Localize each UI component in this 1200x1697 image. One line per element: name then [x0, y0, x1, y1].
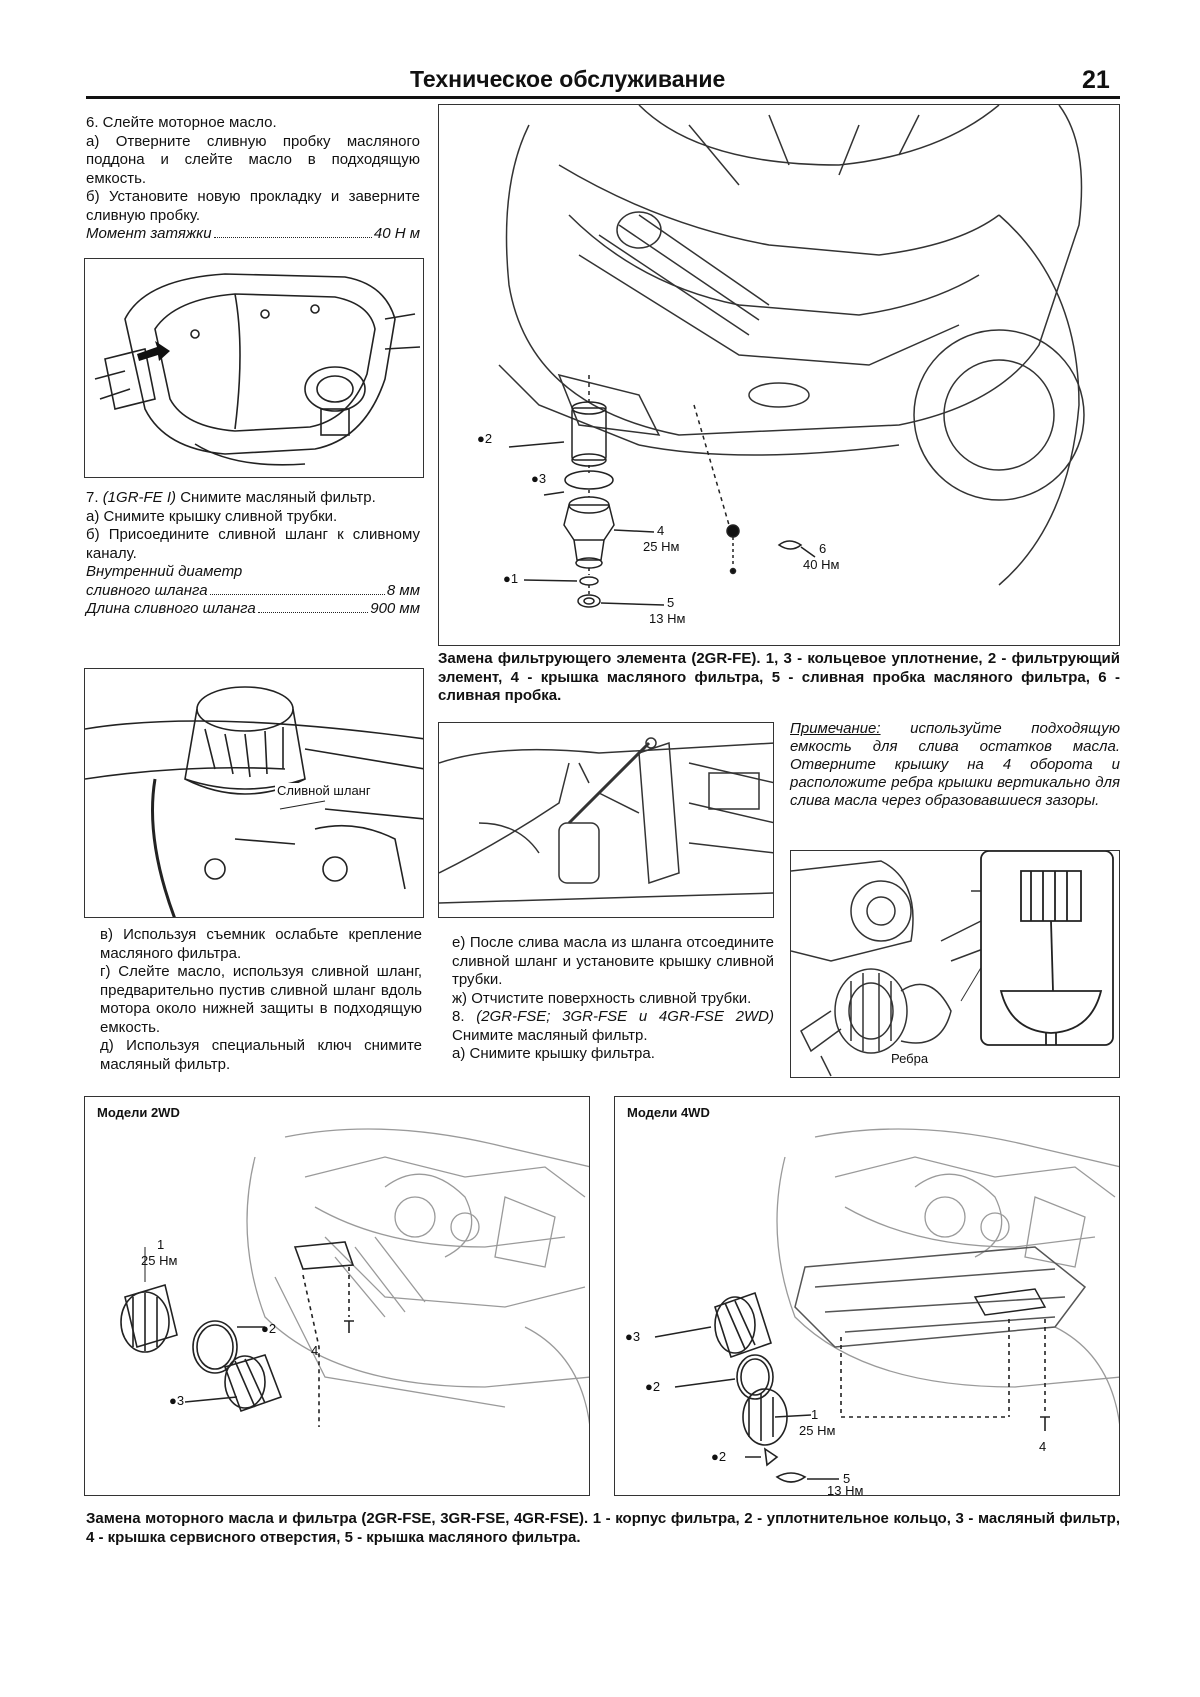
- step6-b: б) Установите новую прокладку и завернит…: [86, 188, 420, 224]
- note-block: Примечание: используйте подходящую емкос…: [790, 720, 1120, 810]
- label-part-3: ●3: [531, 471, 547, 486]
- page-number: 21: [1082, 66, 1110, 94]
- step7-d: г) Слейте масло, используя сливной шланг…: [100, 963, 422, 1036]
- step7-e: д) Используя специальный ключ снимите ма…: [100, 1037, 422, 1073]
- label-4wd-part-3: ●3: [625, 1329, 641, 1344]
- step7-g: ж) Отчистите поверхность сливной трубки.: [452, 989, 752, 1007]
- drain-hose-drawing: [85, 686, 423, 917]
- label-4wd-part-2a: ●2: [645, 1379, 661, 1394]
- 4wd-drawing: [654, 1128, 1119, 1483]
- step8-a: а) Снимите крышку фильтра.: [452, 1045, 655, 1062]
- caption-2grfe: Замена фильтрующего элемента (2GR-FE). 1…: [438, 650, 1120, 704]
- label-2wd-part-3: ●3: [169, 1393, 185, 1408]
- label-part-5: 5: [667, 595, 675, 610]
- label-2wd-part-2: ●2: [261, 1321, 277, 1336]
- label-part-2: ●2: [477, 431, 493, 446]
- label-2wd-part-1-torque: 25 Нм: [141, 1253, 178, 1268]
- oil-pan-drawing: [94, 273, 421, 466]
- note-label: Примечание:: [790, 720, 881, 737]
- 2grfe-drawing: [498, 105, 1085, 608]
- label-part-6: 6: [819, 541, 827, 556]
- label-part-5-torque: 13 Нм: [649, 611, 686, 626]
- label-2wd-part-4: 4: [311, 1343, 319, 1358]
- filter-removal-drawing: [439, 737, 773, 904]
- step7-c: в) Используя съемник ослабьте крепление …: [100, 926, 422, 962]
- label-part-1: ●1: [503, 571, 519, 586]
- figure-2wd: Модели 2WD 1 25 Нм ●2 ●3 4: [84, 1096, 590, 1496]
- hose-length-spec: Длина сливного шланга 900 мм: [86, 600, 420, 617]
- note-text: используйте подходящую емкость для слива…: [790, 720, 1120, 809]
- step8-heading: 8. (2GR-FSE; 3GR-FSE и 4GR-FSE 2WD) Сним…: [452, 1008, 774, 1044]
- figure-drain-hose: Сливной шланг: [84, 668, 424, 918]
- text-block-step7-cont: в) Используя съемник ослабьте крепление …: [100, 926, 422, 1074]
- label-4wd-part-2b: ●2: [711, 1449, 727, 1464]
- label-part-4-torque: 25 Нм: [643, 539, 680, 554]
- label-4wd-part-4: 4: [1039, 1439, 1047, 1454]
- step7-a: а) Снимите крышку сливной трубки.: [86, 507, 338, 525]
- label-part-4: 4: [657, 523, 665, 538]
- label-2wd-part-1: 1: [157, 1237, 165, 1252]
- figure-2grfe-filter: ●2 ●3 4 25 Нм ●1 5 13 Нм 6 40 Нм: [438, 104, 1120, 646]
- label-4wd-part-1: 1: [811, 1407, 819, 1422]
- page-title: Техническое обслуживание: [410, 66, 726, 92]
- filter-ribs-drawing: [791, 851, 1114, 1077]
- fig-2wd-title: Модели 2WD: [97, 1105, 180, 1120]
- figure-filter-ribs: Ребра: [790, 850, 1120, 1078]
- hose-diam-spec: сливного шланга 8 мм: [86, 581, 420, 599]
- 2wd-drawing: [120, 1128, 589, 1427]
- text-block-step6: 6. Слейте моторное масло. а) Отверните с…: [86, 114, 420, 244]
- header-rule: [86, 96, 1120, 99]
- torque-spec-label: Момент затяжки: [86, 225, 212, 242]
- label-4wd-part-1-torque: 25 Нм: [799, 1423, 836, 1438]
- step7-f: е) После слива масла из шланга отсоедини…: [452, 934, 774, 988]
- ribs-label: Ребра: [891, 1051, 929, 1066]
- fig-4wd-title: Модели 4WD: [627, 1105, 710, 1120]
- figure-oil-pan: [84, 258, 424, 478]
- label-4wd-part-5: 5: [843, 1471, 851, 1486]
- step7-b: б) Присоедините сливной шланг к сливному…: [86, 526, 420, 562]
- torque-spec: Момент затяжки 40 Н м: [86, 225, 420, 244]
- torque-spec-value: 40 Н м: [373, 225, 420, 242]
- figure-4wd: Модели 4WD ●3 ●2 1 25 Нм ●2 5 13 Нм 4: [614, 1096, 1120, 1496]
- label-part-6-torque: 40 Нм: [803, 557, 840, 572]
- step7-heading: 7. (1GR-FE I) Снимите масляный фильтр.: [86, 489, 376, 506]
- label-4wd-part-5-torque: 13 Нм: [827, 1483, 864, 1496]
- text-block-step8: е) После слива масла из шланга отсоедини…: [452, 934, 774, 1064]
- figure-filter-removal: [438, 722, 774, 918]
- hose-diam-line1: Внутренний диаметр: [86, 563, 243, 580]
- arrow-icon: [137, 341, 170, 361]
- step6-heading: 6. Слейте моторное масло.: [86, 114, 277, 131]
- step6-a: а) Отверните сливную пробку масляного по…: [86, 132, 420, 187]
- text-block-step7: 7. (1GR-FE I) Снимите масляный фильтр. а…: [86, 489, 420, 619]
- drain-hose-label: Сливной шланг: [275, 783, 373, 798]
- caption-bottom: Замена моторного масла и фильтра (2GR-FS…: [86, 1510, 1120, 1546]
